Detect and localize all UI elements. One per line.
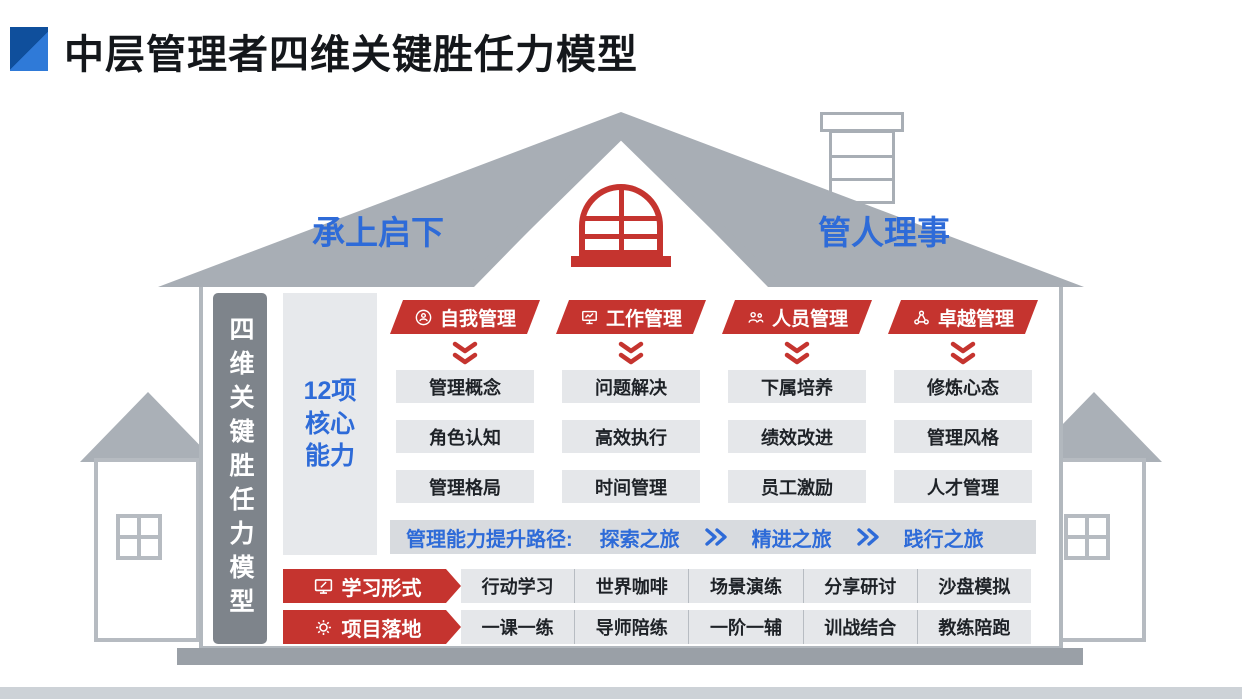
learning-format-banner: 学习形式: [283, 569, 461, 603]
competency-box: 修炼心态: [894, 370, 1032, 403]
list-item: 教练陪跑: [916, 610, 1031, 644]
left-side-house-roof: [80, 392, 216, 462]
double-down-chevron-icon: [618, 341, 644, 365]
competency-box: 管理概念: [396, 370, 534, 403]
gable-window-icon: [579, 184, 663, 256]
list-item: 沙盘模拟: [916, 569, 1031, 603]
core-abilities-column: 12项 核心 能力: [283, 293, 377, 555]
learning-format-items: 行动学习 世界咖啡 场景演练 分享研讨 沙盘模拟: [461, 569, 1031, 603]
roof-right-label: 管人理事: [818, 214, 950, 251]
window-mullion: [585, 234, 657, 239]
path-label: 管理能力提升路径:: [406, 528, 573, 551]
column-header-label: 人员管理: [771, 308, 848, 330]
window-mullion: [137, 518, 141, 556]
window-mullion: [585, 216, 657, 221]
path-stage: 精进之旅: [751, 528, 832, 551]
page-title: 中层管理者四维关键胜任力模型: [64, 33, 638, 77]
window-sill: [571, 256, 671, 267]
people-management-icon: [746, 308, 765, 327]
path-stage: 探索之旅: [599, 528, 680, 551]
list-item: 导师陪练: [574, 610, 688, 644]
competency-box: 管理风格: [894, 420, 1032, 453]
project-landing-banner: 项目落地: [283, 610, 461, 644]
project-landing-items: 一课一练 导师陪练 一阶一辅 训战结合 教练陪跑: [461, 610, 1031, 644]
model-vertical-title: 四维关键胜任力模型: [226, 315, 254, 622]
core-line: 核心: [304, 409, 355, 438]
list-item: 行动学习: [481, 577, 554, 597]
list-item: 世界咖啡: [574, 569, 688, 603]
left-side-house-window-icon: [116, 514, 162, 560]
column-header-work-management: 工作管理: [556, 300, 706, 334]
competency-box: 下属培养: [728, 370, 866, 403]
chimney-brick-line: [832, 155, 892, 159]
competency-box: 问题解决: [562, 370, 700, 403]
chimney-brick-line: [832, 177, 892, 181]
column-header-people-management: 人员管理: [722, 300, 872, 334]
double-down-chevron-icon: [784, 341, 810, 365]
double-right-chevron-icon: [856, 528, 879, 546]
competency-box: 员工激励: [728, 470, 866, 503]
competency-box: 角色认知: [396, 420, 534, 453]
core-abilities-label: 12项 核心 能力: [304, 375, 357, 473]
left-side-house-body: [94, 458, 200, 642]
self-management-icon: [414, 308, 433, 327]
bottom-banner-label: 项目落地: [341, 618, 422, 641]
right-side-house-window-icon: [1064, 514, 1110, 560]
column-header-self-management: 自我管理: [390, 300, 540, 334]
excellence-management-icon: [912, 308, 931, 327]
work-management-icon: [580, 308, 599, 327]
list-item: 一课一练: [481, 618, 554, 638]
list-item: 分享研讨: [802, 569, 917, 603]
model-vertical-title-bar: 四维关键胜任力模型: [213, 293, 267, 644]
double-right-chevron-icon: [704, 528, 727, 546]
title-accent-block: [10, 27, 48, 71]
competency-box: 时间管理: [562, 470, 700, 503]
project-landing-icon: [313, 617, 334, 638]
list-item: 场景演练: [688, 569, 802, 603]
learning-format-icon: [313, 576, 334, 597]
list-item: 训战结合: [802, 610, 917, 644]
bottom-banner-label: 学习形式: [341, 577, 422, 600]
competency-box: 管理格局: [396, 470, 534, 503]
competency-box: 高效执行: [562, 420, 700, 453]
competency-box: 绩效改进: [728, 420, 866, 453]
double-down-chevron-icon: [950, 341, 976, 365]
list-item: 一阶一辅: [688, 610, 802, 644]
window-mullion: [1085, 518, 1089, 556]
path-stage: 践行之旅: [903, 528, 984, 551]
core-line: 12项: [303, 377, 357, 406]
column-header-label: 自我管理: [439, 308, 516, 330]
roof-left-label: 承上启下: [312, 214, 444, 251]
improvement-path-bar: 管理能力提升路径: 探索之旅 精进之旅 践行之旅: [390, 520, 1036, 554]
column-header-label: 卓越管理: [937, 308, 1014, 330]
chimney: [829, 130, 895, 204]
competency-box: 人才管理: [894, 470, 1032, 503]
slide-bottom-strip: [0, 687, 1242, 699]
column-header-label: 工作管理: [605, 308, 682, 330]
double-down-chevron-icon: [452, 341, 478, 365]
column-header-excellence-management: 卓越管理: [888, 300, 1038, 334]
house-base-bar: [177, 648, 1083, 665]
core-line: 能力: [304, 442, 355, 471]
